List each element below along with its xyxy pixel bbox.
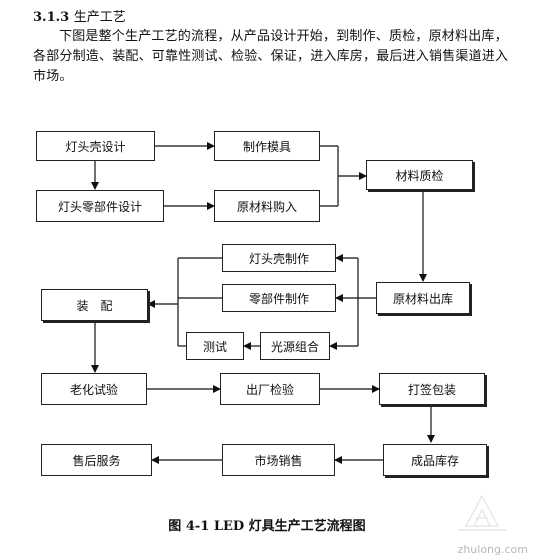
step-raw-out: 原材料出库 — [376, 282, 470, 314]
step-assembly: 装 配 — [41, 289, 148, 321]
step-light-combo: 光源组合 — [260, 332, 330, 360]
watermark-logo-icon — [458, 494, 506, 531]
step-after-sales: 售后服务 — [41, 444, 152, 476]
step-parts-make: 零部件制作 — [222, 284, 336, 312]
step-lamp-shell-design: 灯头壳设计 — [36, 131, 155, 161]
section-number: 3.1.3 — [33, 10, 70, 25]
watermark-text: zhulong.com — [457, 543, 528, 556]
section-title: 生产工艺 — [73, 10, 126, 25]
section-heading: 3.1.3 生产工艺 — [33, 6, 126, 25]
step-make-mold: 制作模具 — [214, 131, 320, 161]
step-raw-purchase: 原材料购入 — [214, 190, 320, 222]
step-factory-check: 出厂检验 — [220, 373, 320, 405]
step-material-qc: 材料质检 — [366, 160, 473, 190]
step-lamp-shell-make: 灯头壳制作 — [222, 244, 336, 272]
step-packing: 打签包装 — [379, 373, 485, 405]
step-test: 测试 — [186, 332, 244, 360]
step-market-sales: 市场销售 — [222, 444, 335, 476]
step-product-stock: 成品库存 — [383, 444, 487, 476]
figure-caption: 图 4-1 LED 灯具生产工艺流程图 — [168, 519, 366, 534]
intro-paragraph: 下图是整个生产工艺的流程，从产品设计开始，到制作、质检，原材料出库，各部分制造、… — [33, 29, 509, 84]
step-aging-test: 老化试验 — [41, 373, 147, 405]
step-parts-design: 灯头零部件设计 — [36, 190, 164, 222]
